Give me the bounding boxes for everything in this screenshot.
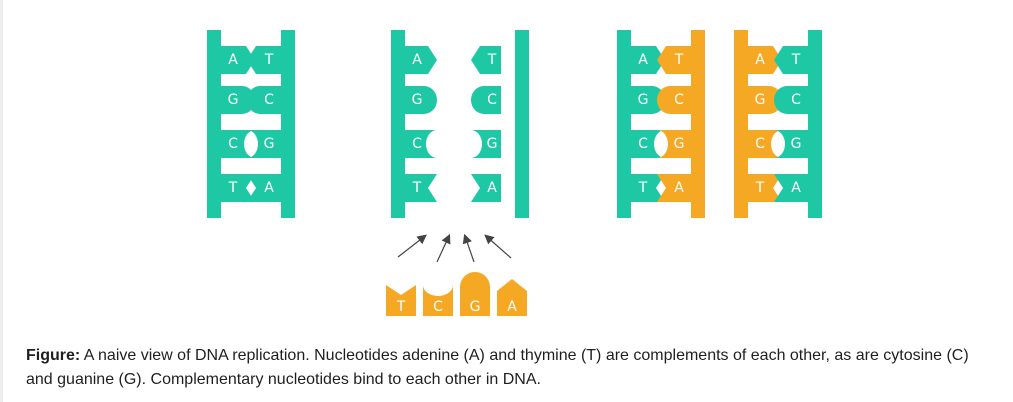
nucleotide-T	[631, 174, 665, 202]
nucleotide-C	[631, 130, 665, 158]
nucleotide-A	[221, 46, 255, 74]
nucleotide-C	[247, 86, 281, 114]
dna-panel-copy-left: A T G C C G T A	[617, 30, 705, 218]
nucleotide-G	[405, 86, 437, 114]
strand-right	[515, 30, 529, 218]
nucleotide-A	[471, 174, 501, 202]
left-border	[0, 0, 3, 402]
caption-text: A naive view of DNA replication. Nucleot…	[26, 347, 969, 388]
nucleotide-label-T: T	[487, 52, 497, 68]
dna-panel-copy-right: A T G C C G T A	[734, 30, 822, 218]
dna-panel-separated: A T G C C G T A	[391, 30, 529, 218]
nucleotide-label-C: C	[228, 136, 238, 152]
nucleotide-T	[774, 46, 808, 74]
free-nucleotide-T	[386, 285, 416, 316]
nucleotide-label-T: T	[228, 180, 238, 196]
nucleotide-C	[748, 130, 782, 158]
nucleotide-C	[221, 130, 255, 158]
nucleotide-label-C: C	[638, 136, 648, 152]
nucleotide-label-C: C	[412, 136, 422, 152]
caption-label: Figure:	[26, 347, 81, 364]
figure-caption: Figure: A naive view of DNA replication.…	[26, 344, 996, 392]
nucleotide-A	[247, 174, 281, 202]
strand-left	[734, 30, 748, 218]
nucleotide-label-T: T	[264, 52, 274, 68]
nucleotide-label-G: G	[264, 136, 275, 152]
nucleotide-G	[631, 86, 665, 114]
free-nucleotide-label-A: A	[507, 299, 517, 315]
nucleotide-T	[748, 174, 782, 202]
nucleotide-label-G: G	[228, 92, 239, 108]
nucleotide-G	[471, 130, 501, 158]
strand-left	[391, 30, 405, 218]
nucleotide-label-G: G	[487, 136, 498, 152]
nucleotide-label-G: G	[755, 92, 766, 108]
arrow	[436, 233, 451, 263]
strand-right	[691, 30, 705, 218]
nucleotide-G	[748, 86, 782, 114]
free-nucleotide-label-T: T	[396, 299, 406, 315]
strand-left	[617, 30, 631, 218]
strand-left	[207, 30, 221, 218]
nucleotide-label-A: A	[791, 180, 801, 196]
nucleotide-label-A: A	[228, 52, 238, 68]
nucleotide-label-C: C	[264, 92, 274, 108]
nucleotide-label-G: G	[674, 136, 685, 152]
nucleotide-label-T: T	[638, 180, 648, 196]
arrow	[397, 234, 427, 258]
nucleotide-label-T: T	[412, 180, 422, 196]
nucleotide-G	[221, 86, 255, 114]
nucleotide-label-A: A	[487, 180, 497, 196]
nucleotide-label-A: A	[638, 52, 648, 68]
nucleotide-C	[471, 86, 501, 114]
nucleotide-G	[774, 130, 808, 158]
nucleotide-T	[405, 174, 437, 202]
nucleotide-T	[657, 46, 691, 74]
nucleotide-A	[631, 46, 665, 74]
nucleotide-G	[657, 130, 691, 158]
nucleotide-label-G: G	[791, 136, 802, 152]
nucleotide-G	[247, 130, 281, 158]
nucleotide-A	[405, 46, 437, 74]
nucleotide-C	[657, 86, 691, 114]
arrow	[484, 234, 512, 259]
nucleotide-label-A: A	[755, 52, 765, 68]
free-nucleotide-A	[497, 279, 527, 316]
nucleotide-label-G: G	[412, 92, 423, 108]
free-nucleotide-G	[460, 272, 490, 316]
nucleotide-label-A: A	[674, 180, 684, 196]
arrows	[397, 233, 512, 263]
arrow	[462, 233, 475, 263]
nucleotide-label-T: T	[674, 52, 684, 68]
dna-panel-original: A T G C C G T A	[207, 30, 295, 218]
nucleotide-label-C: C	[674, 92, 684, 108]
dna-replication-diagram: A T G C C G T A A T G C C G T A A T G C C G T A A T G C C G T A T C G A	[207, 30, 822, 316]
nucleotide-T	[471, 46, 501, 74]
nucleotide-C	[405, 130, 437, 158]
nucleotide-label-T: T	[755, 180, 765, 196]
nucleotide-C	[774, 86, 808, 114]
nucleotide-label-A: A	[412, 52, 422, 68]
nucleotide-label-T: T	[791, 52, 801, 68]
nucleotide-label-A: A	[264, 180, 274, 196]
nucleotide-label-C: C	[487, 92, 497, 108]
nucleotide-label-C: C	[791, 92, 801, 108]
nucleotide-label-C: C	[755, 136, 765, 152]
free-nucleotide-label-C: C	[433, 299, 443, 315]
free-nucleotide-C	[423, 285, 453, 316]
nucleotide-T	[221, 174, 255, 202]
nucleotide-A	[748, 46, 782, 74]
nucleotide-label-G: G	[638, 92, 649, 108]
strand-right	[281, 30, 295, 218]
nucleotide-A	[774, 174, 808, 202]
strand-right	[808, 30, 822, 218]
free-nucleotide-label-G: G	[470, 299, 481, 315]
nucleotide-T	[247, 46, 281, 74]
nucleotide-A	[657, 174, 691, 202]
